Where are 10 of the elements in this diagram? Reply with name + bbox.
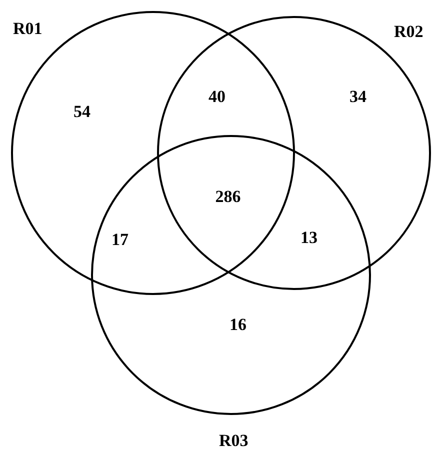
count-label: 13 xyxy=(300,228,318,248)
count-label: 16 xyxy=(230,315,246,335)
count-label: 40 xyxy=(208,87,226,107)
count-label: 34 xyxy=(350,87,366,107)
count-label: 54 xyxy=(74,102,90,122)
count-label: 17 xyxy=(112,230,128,250)
set-label: R02 xyxy=(394,22,424,42)
set-label: R03 xyxy=(219,431,248,451)
count-label: 286 xyxy=(215,187,241,207)
set-label: R01 xyxy=(13,19,42,39)
